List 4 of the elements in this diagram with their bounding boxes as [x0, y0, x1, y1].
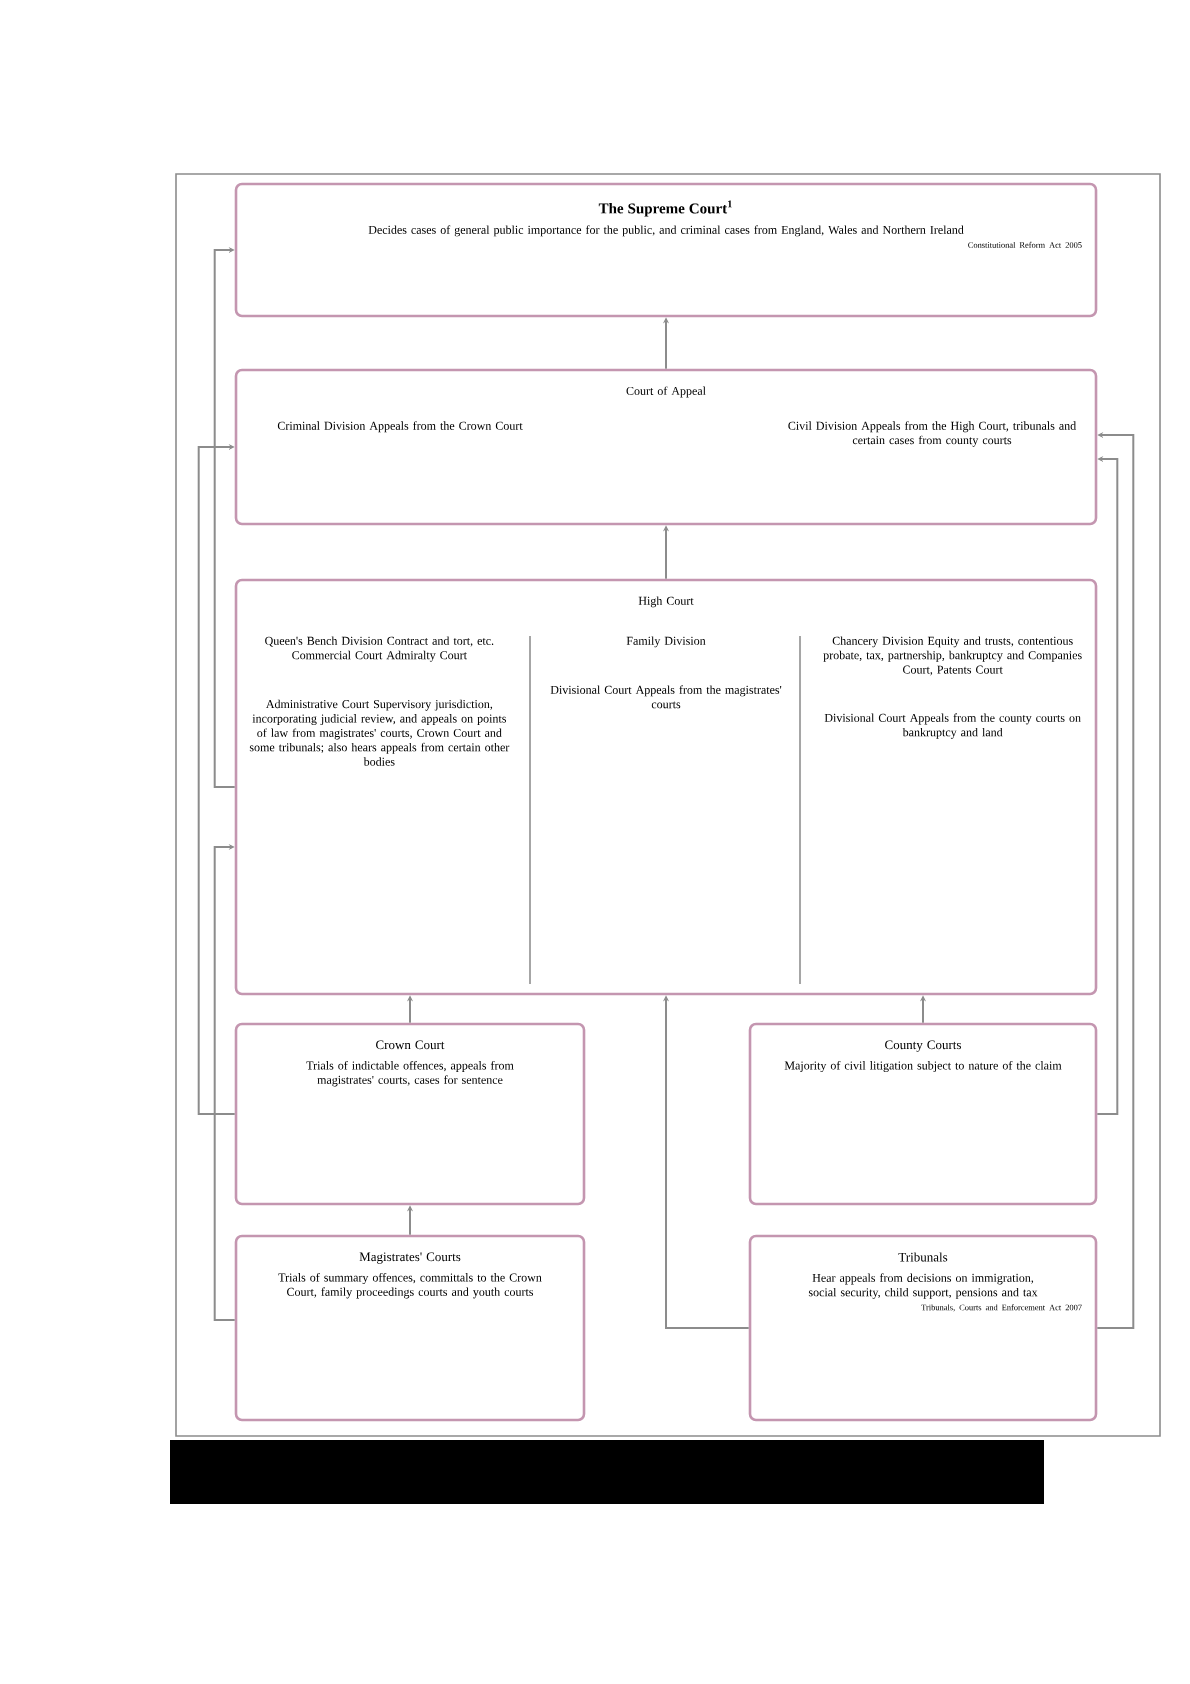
arrow: [213, 843, 236, 1321]
arrow: [197, 443, 236, 1115]
arrow: [662, 995, 750, 1329]
arrow: [213, 246, 236, 788]
